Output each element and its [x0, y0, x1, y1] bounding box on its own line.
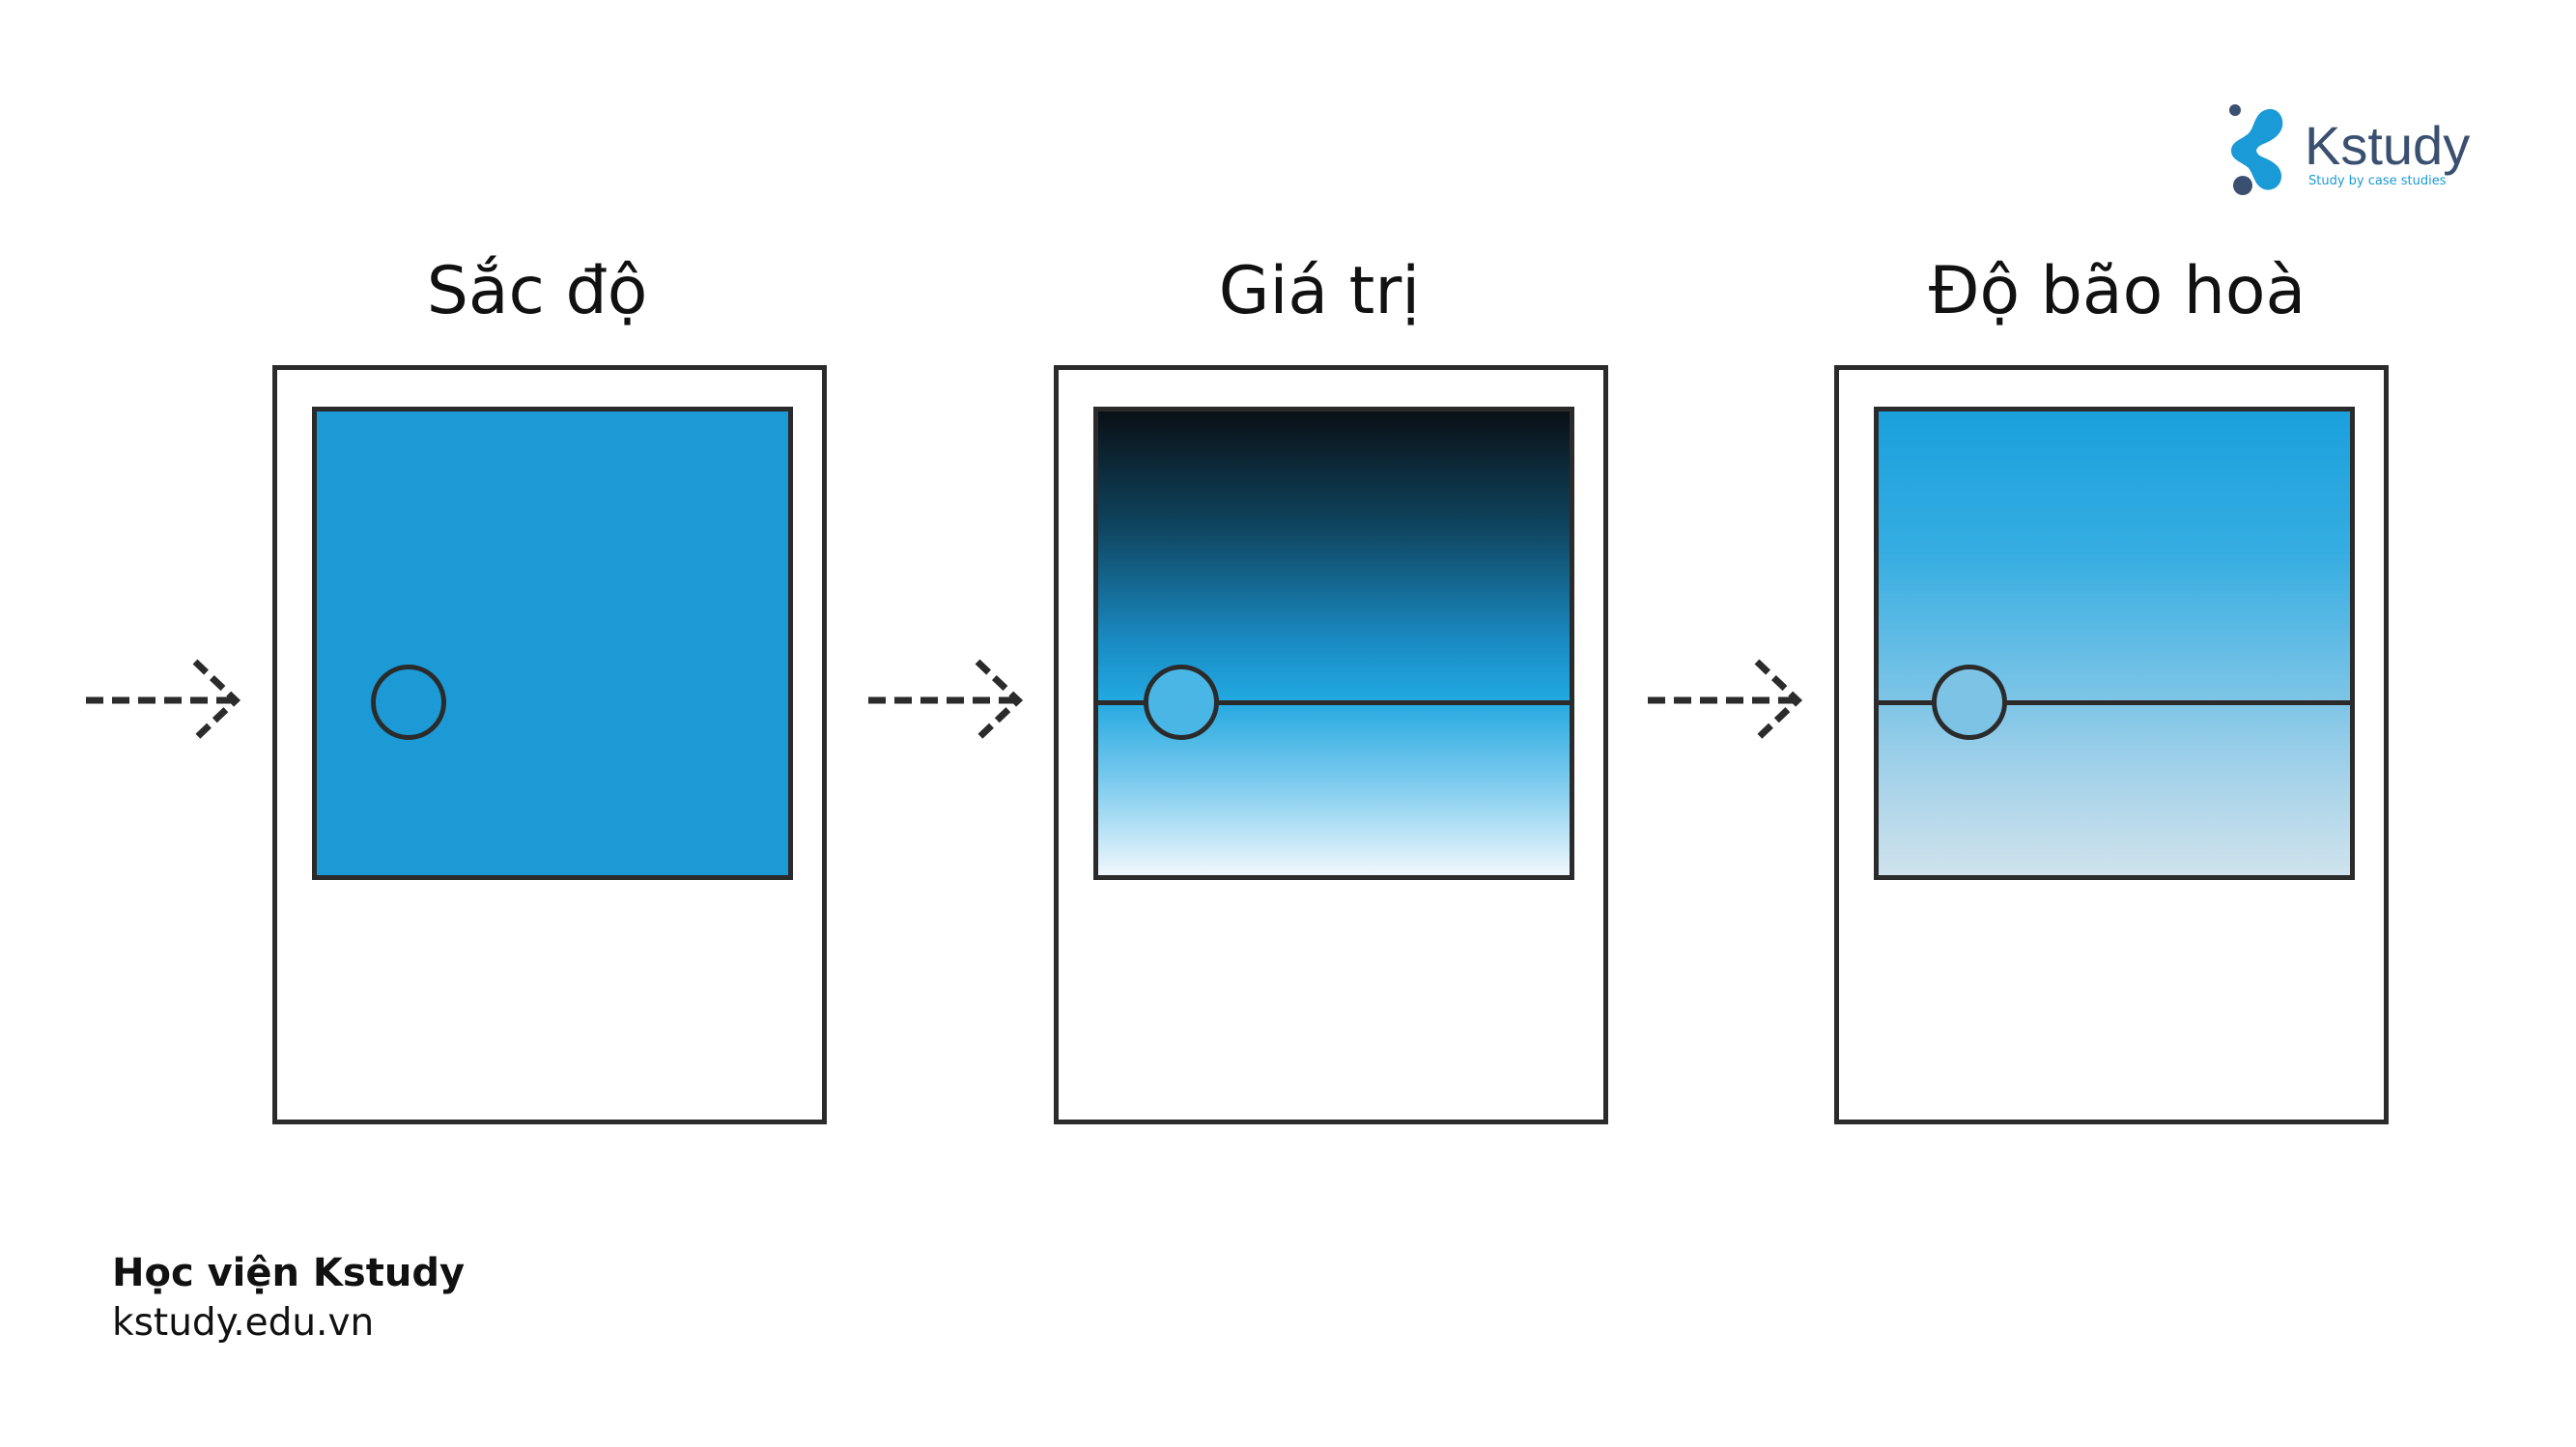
panel-title-value: Giá trị — [1218, 253, 1421, 329]
dashed-arrow-icon — [86, 659, 241, 742]
hue-knob[interactable] — [371, 665, 446, 740]
panel-value-swatch — [1093, 407, 1574, 880]
saturation-knob[interactable] — [1932, 665, 2007, 740]
footer-url[interactable]: kstudy.edu.vn — [112, 1301, 375, 1345]
logo-brand: Kstudy — [2305, 115, 2471, 176]
footer-org-name: Học viện Kstudy — [112, 1251, 466, 1295]
panel-saturation-swatch — [1874, 407, 2355, 880]
dashed-arrow-icon — [1648, 659, 1803, 742]
kstudy-logo-mark-icon — [2229, 104, 2283, 195]
panel-title-hue: Sắc độ — [426, 253, 648, 329]
kstudy-logo: Kstudy Study by case studies — [2222, 97, 2482, 203]
value-knob[interactable] — [1144, 665, 1219, 740]
dashed-arrow-icon — [868, 659, 1024, 742]
panel-hue-swatch — [312, 407, 793, 880]
panel-title-saturation: Độ bão hoà — [1928, 253, 2307, 329]
value-slider-track — [1098, 700, 1570, 705]
logo-tagline: Study by case studies — [2308, 174, 2447, 188]
saturation-slider-track — [1879, 700, 2350, 705]
